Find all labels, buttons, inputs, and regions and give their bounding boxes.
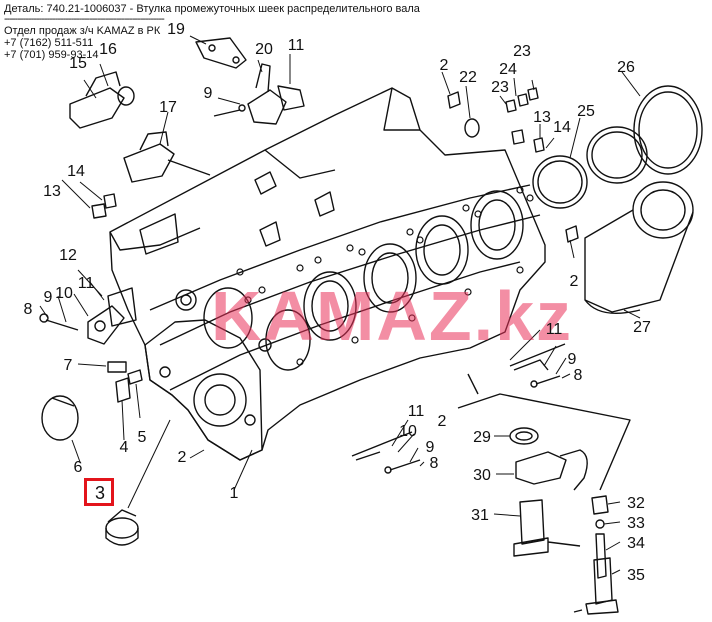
part-label-14: 14 — [67, 163, 85, 180]
part-label-20: 20 — [255, 41, 273, 58]
part-label-23: 23 — [491, 79, 509, 96]
part-label-8: 8 — [430, 455, 439, 472]
part-labels: 1222234567888999910101111111112131314141… — [24, 21, 651, 584]
highlight-callout — [84, 478, 114, 506]
part-label-14: 14 — [553, 119, 571, 136]
part-label-12: 12 — [59, 247, 77, 264]
part-label-11: 11 — [546, 321, 563, 338]
part-label-1: 1 — [230, 485, 239, 502]
part-label-19: 19 — [167, 21, 185, 38]
cylinder-bore — [415, 215, 469, 285]
leader-lines — [39, 35, 641, 575]
part-label-11: 11 — [288, 37, 305, 54]
part-label-29: 29 — [473, 429, 491, 446]
part-label-9: 9 — [204, 85, 213, 102]
part-label-31: 31 — [471, 507, 489, 524]
part-29-ring — [509, 427, 539, 445]
part-label-25: 25 — [577, 103, 595, 120]
part-label-2: 2 — [570, 273, 579, 290]
cylinder-bore — [363, 243, 417, 313]
part-label-3: 3 — [95, 483, 105, 503]
part-10-plate — [87, 305, 125, 345]
part-label-9: 9 — [44, 289, 53, 306]
part-label-33: 33 — [627, 515, 645, 532]
part-25-seal-ring — [532, 155, 588, 209]
part-label-22: 22 — [459, 69, 477, 86]
part-20-housing — [247, 89, 287, 125]
watermark: KAMAZ.kz — [211, 277, 573, 355]
part-label-34: 34 — [627, 535, 645, 552]
part-label-10: 10 — [55, 285, 73, 302]
part-label-30: 30 — [473, 467, 491, 484]
part-label-6: 6 — [74, 459, 83, 476]
diagram-linework — [39, 35, 703, 615]
part-label-26: 26 — [617, 59, 635, 76]
part-label-27: 27 — [633, 319, 651, 336]
part-label-15: 15 — [69, 55, 87, 72]
part-label-24: 24 — [499, 61, 517, 78]
phone-2: +7 (701) 959-93-14 — [4, 49, 99, 61]
bolt-holes — [236, 186, 534, 366]
part-label-8: 8 — [574, 367, 583, 384]
part-label-9: 9 — [568, 351, 577, 368]
part-label-2: 2 — [438, 413, 447, 430]
part-31-bolt — [519, 499, 545, 545]
part-label-11: 11 — [78, 275, 95, 292]
cylinder-bore — [265, 309, 311, 371]
part-label-4: 4 — [120, 439, 129, 456]
part-19-plate — [195, 37, 247, 69]
phone-1: +7 (7162) 511-511 — [4, 37, 94, 49]
part-label-8: 8 — [24, 301, 33, 318]
part-label-10: 10 — [399, 423, 417, 440]
part-30-nozzle-body — [515, 451, 567, 485]
part-label-2: 2 — [178, 449, 187, 466]
part-17-fitting — [123, 143, 175, 183]
part-6-cap — [41, 395, 79, 441]
part-label-13: 13 — [533, 109, 551, 126]
part-label-13: 13 — [43, 183, 61, 200]
sales-department: Отдел продаж з/ч KAMAZ в РК — [4, 25, 161, 37]
part-label-9: 9 — [426, 439, 435, 456]
cylinder-bore — [470, 190, 524, 260]
block-front-face — [144, 319, 263, 461]
part-26-seal-ring — [633, 85, 703, 175]
engine-block-outline — [109, 87, 546, 461]
part-32-bolt — [591, 495, 609, 515]
part-label-11: 11 — [408, 403, 425, 420]
part-label-5: 5 — [138, 429, 147, 446]
part-3-bushing — [105, 517, 139, 539]
cylinder-bore — [203, 287, 253, 349]
part-label-35: 35 — [627, 567, 645, 584]
part-label-2: 2 — [440, 57, 449, 74]
page-title: Деталь: 740.21-1006037 - Втулка промежут… — [4, 3, 420, 15]
part-35-valve — [593, 557, 613, 605]
part-label-7: 7 — [64, 357, 73, 374]
cylinder-bore — [303, 271, 357, 341]
part-label-32: 32 — [627, 495, 645, 512]
part-label-23: 23 — [513, 43, 531, 60]
header-separator: ----------------------------------------… — [4, 13, 165, 25]
part-label-17: 17 — [159, 99, 177, 116]
part-15-bracket — [69, 87, 125, 129]
part-label-16: 16 — [99, 41, 117, 58]
